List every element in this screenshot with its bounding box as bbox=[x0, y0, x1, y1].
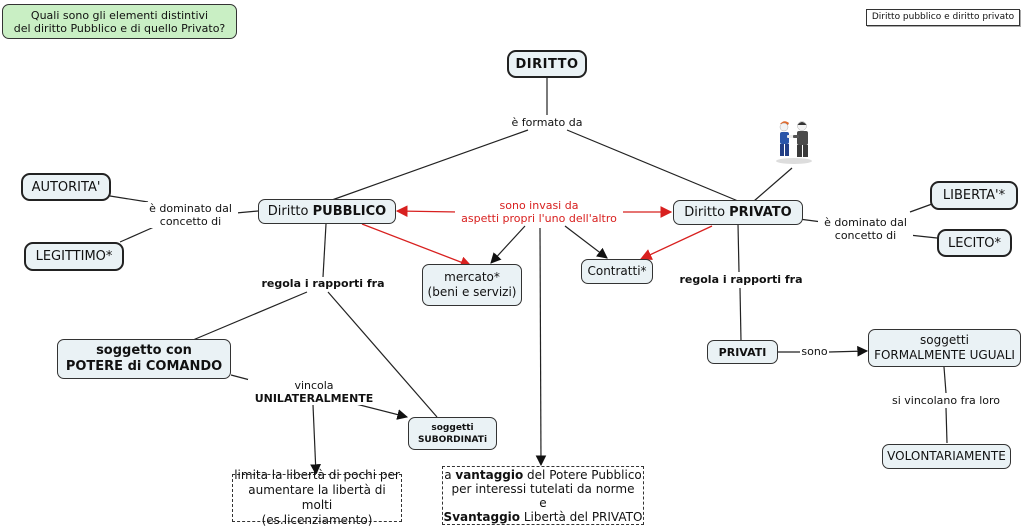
line-dominato-autorita bbox=[109, 195, 149, 203]
node-diritto-privato-label: Diritto PRIVATO bbox=[684, 205, 791, 220]
node-limita-line1: limita la libertà di pochi per bbox=[234, 468, 400, 482]
node-diritto-pubblico-label: Diritto PUBBLICO bbox=[268, 204, 386, 219]
node-vantaggio-line3: e bbox=[539, 495, 547, 510]
node-mercato-line1: mercato* bbox=[444, 270, 500, 284]
node-formalmente-uguali[interactable]: soggetti FORMALMENTE UGUALI bbox=[868, 329, 1021, 367]
node-diritto-label: DIRITTO bbox=[515, 56, 579, 72]
node-soggetto-comando-line2: POTERE di COMANDO bbox=[65, 359, 223, 374]
line-pubblico-dominato bbox=[235, 210, 259, 214]
link-vincola-line2: UNILATERALMENTE bbox=[254, 392, 374, 405]
focus-question-line1: Quali sono gli elementi distintivi bbox=[30, 8, 209, 22]
node-limita-line3: (es.licenziamento) bbox=[261, 513, 373, 527]
node-autorita[interactable]: AUTORITA' bbox=[21, 173, 111, 201]
handshake-people-icon bbox=[776, 121, 812, 164]
vantaggio-l4-bold: Svantaggio bbox=[443, 509, 521, 524]
node-lecito-label: LECITO* bbox=[947, 235, 1002, 251]
line-uguali-vincolano bbox=[943, 366, 947, 394]
red-line-pubblico-mercato bbox=[361, 223, 473, 268]
link-dominato-pubblico[interactable]: è dominato dal concetto di bbox=[143, 202, 238, 228]
node-liberta[interactable]: LIBERTA'* bbox=[930, 181, 1018, 210]
focus-question-line2: del diritto Pubblico e di quello Privato… bbox=[13, 21, 226, 35]
node-soggetto-comando-line1: soggetto con bbox=[96, 343, 192, 358]
link-regola-pubblico[interactable]: regola i rapporti fra bbox=[258, 277, 388, 290]
link-dominato-privato[interactable]: è dominato dal concetto di bbox=[818, 216, 913, 242]
node-volontariamente[interactable]: VOLONTARIAMENTE bbox=[882, 444, 1011, 469]
node-privati-label: PRIVATI bbox=[718, 345, 767, 359]
node-mercato-line2: (beni e servizi) bbox=[427, 285, 517, 299]
line-dominato-legittimo bbox=[119, 226, 155, 243]
link-invasi-line1: sono invasi da bbox=[499, 199, 579, 212]
node-vantaggio-line2: per interessi tutelati da norme bbox=[451, 481, 635, 496]
node-autorita-label: AUTORITA' bbox=[31, 179, 101, 195]
link-vincola-line1: vincola bbox=[294, 379, 334, 392]
node-subordinati-line2: SUBORDINATi bbox=[417, 434, 488, 445]
node-diritto-pubblico[interactable]: Diritto PUBBLICO bbox=[258, 199, 396, 224]
line-formato-privato bbox=[566, 129, 739, 202]
red-line-invasi-pubblico bbox=[395, 205, 459, 218]
link-si-vincolano[interactable]: si vincolano fra loro bbox=[888, 394, 1004, 407]
line-regola-privati bbox=[739, 287, 742, 342]
line-dominato-liberta bbox=[909, 203, 933, 213]
privato-bold: PRIVATO bbox=[729, 205, 792, 220]
node-formalmente-uguali-line1: soggetti bbox=[920, 333, 969, 347]
node-contratti-label: Contratti* bbox=[587, 264, 647, 278]
node-legittimo[interactable]: LEGITTIMO* bbox=[24, 242, 124, 271]
link-vincola[interactable]: vincola UNILATERALMENTE bbox=[248, 379, 380, 405]
node-vantaggio-line1: a vantaggio del Potere Pubblico bbox=[444, 468, 642, 482]
node-contratti[interactable]: Contratti* bbox=[581, 259, 653, 284]
node-subordinati[interactable]: soggetti SUBORDINATi bbox=[408, 417, 497, 450]
link-invasi[interactable]: sono invasi da aspetti propri l'uno dell… bbox=[455, 199, 623, 225]
node-formalmente-uguali-line2: FORMALMENTE UGUALI bbox=[874, 348, 1015, 362]
line-invasi-contratti bbox=[564, 225, 608, 259]
link-dominato-pubblico-line1: è dominato dal bbox=[149, 202, 232, 215]
node-mercato[interactable]: mercato* (beni e servizi) bbox=[422, 264, 522, 306]
line-pubblico-regola bbox=[322, 223, 327, 278]
node-lecito[interactable]: LECITO* bbox=[937, 229, 1012, 257]
node-soggetto-comando[interactable]: soggetto con POTERE di COMANDO bbox=[57, 339, 231, 379]
line-formato-pubblico bbox=[331, 129, 529, 201]
line-vincolano-volontariamente bbox=[945, 407, 948, 444]
node-vantaggio-line4: Svantaggio Libertà del PRIVATO bbox=[444, 510, 643, 524]
link-dominato-pubblico-line2: concetto di bbox=[159, 215, 222, 228]
vantaggio-l4-post: Libertà del PRIVATO bbox=[520, 509, 643, 524]
focus-question: Quali sono gli elementi distintivi del d… bbox=[2, 4, 237, 39]
line-regola-soggetto bbox=[192, 291, 308, 341]
line-regola-subordinati bbox=[327, 291, 438, 418]
vantaggio-l1-pre: a bbox=[444, 467, 456, 482]
node-limita-liberta[interactable]: limita la libertà di pochi per aumentare… bbox=[232, 468, 402, 527]
node-privati[interactable]: PRIVATI bbox=[707, 340, 778, 364]
link-formato-da[interactable]: è formato da bbox=[508, 116, 586, 129]
vantaggio-l1-bold: vantaggio bbox=[455, 467, 524, 482]
line-sono-uguali bbox=[828, 345, 869, 357]
line-privato-regola bbox=[737, 223, 740, 273]
line-soggetto-vincola bbox=[230, 374, 251, 381]
line-dominato-lecito bbox=[908, 234, 938, 239]
node-limita-line2: aumentare la libertà di molti bbox=[248, 483, 386, 512]
node-diritto[interactable]: DIRITTO bbox=[507, 50, 587, 78]
red-line-privato-contratti bbox=[639, 225, 713, 260]
node-diritto-privato[interactable]: Diritto PRIVATO bbox=[673, 200, 803, 225]
link-dominato-privato-line2: concetto di bbox=[834, 229, 897, 242]
vantaggio-l1-post: del Potere Pubblico bbox=[523, 467, 642, 482]
link-regola-privato[interactable]: regola i rapporti fra bbox=[676, 273, 806, 286]
line-people-privato bbox=[753, 167, 793, 202]
privato-prefix: Diritto bbox=[684, 205, 730, 220]
line-vincola-limita bbox=[310, 404, 321, 476]
line-invasi-vantaggio bbox=[535, 227, 547, 467]
link-dominato-privato-line1: è dominato dal bbox=[824, 216, 907, 229]
line-invasi-mercato bbox=[490, 225, 526, 264]
pubblico-bold: PUBBLICO bbox=[312, 204, 387, 219]
line-vincola-subordinati bbox=[351, 402, 409, 420]
map-title: Diritto pubblico e diritto privato bbox=[866, 9, 1020, 26]
link-sono[interactable]: sono bbox=[800, 345, 829, 358]
pubblico-prefix: Diritto bbox=[267, 204, 313, 219]
link-invasi-line2: aspetti propri l'uno dell'altro bbox=[461, 212, 617, 225]
node-subordinati-line1: soggetti bbox=[431, 422, 474, 433]
node-volontariamente-label: VOLONTARIAMENTE bbox=[887, 449, 1006, 463]
node-legittimo-label: LEGITTIMO* bbox=[35, 249, 113, 264]
node-vantaggio[interactable]: a vantaggio del Potere Pubblico per inte… bbox=[442, 466, 644, 525]
node-liberta-label: LIBERTA'* bbox=[942, 188, 1006, 203]
